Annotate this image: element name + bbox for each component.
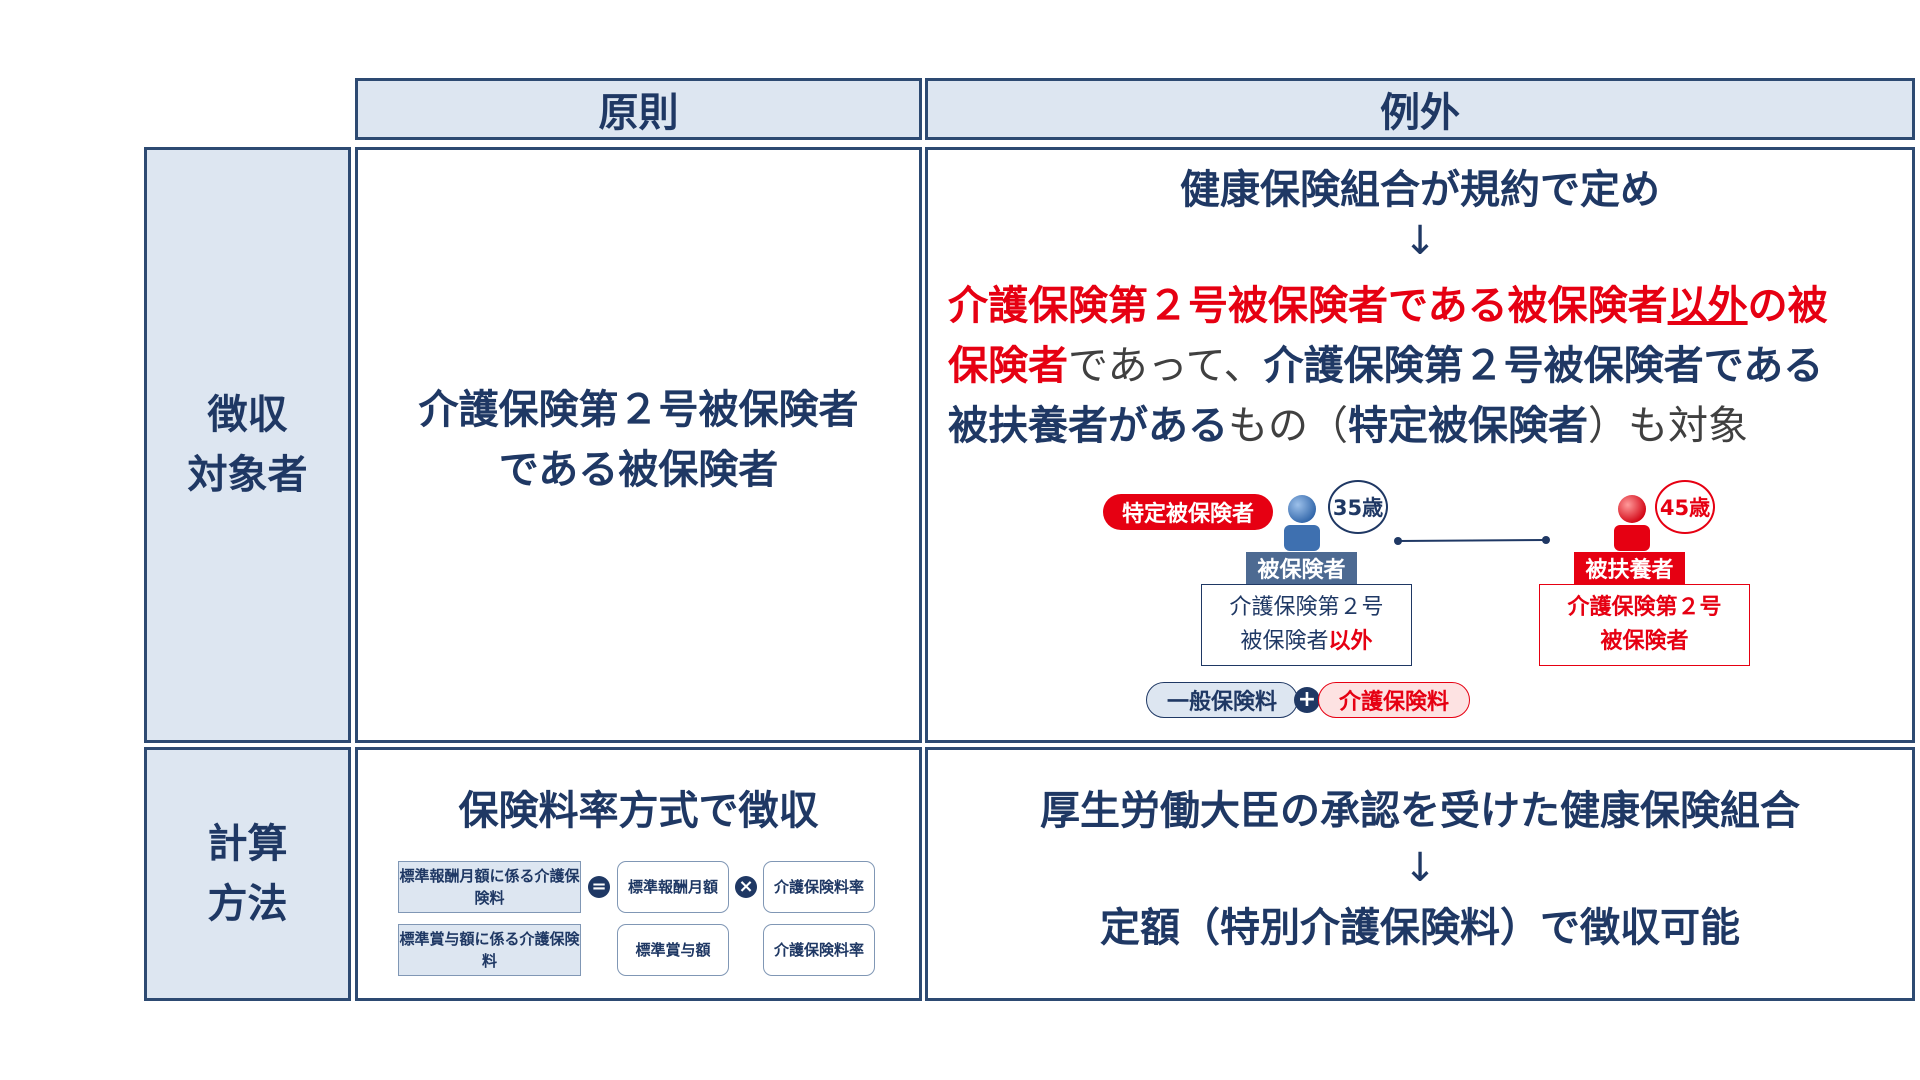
formula-row1-right-text: 介護保険料率 [773,878,864,896]
age-dependent-label: 45歳 [1659,496,1711,520]
formula-row2-right-text: 介護保険料率 [773,941,864,959]
general-premium-label: 一般保険料 [1166,690,1277,715]
formula-row2-mid: 標準賞与額 [617,924,729,976]
exception-underlined-text: 以外 [1667,283,1748,329]
age-insured-circle: 35歳 [1328,480,1388,534]
insured-status-box: 介護保険第２号 被保険者以外 [1201,584,1412,666]
formula-row2-right: 介護保険料率 [763,924,875,976]
insured-status-line1: 介護保険第２号 [1229,595,1384,620]
insured-person-icon [1284,495,1320,551]
exception-calculation-line2: 定額（特別介護保険料）で徴収可能 [1100,905,1740,951]
exception-calculation-cell: 厚生労働大臣の承認を受けた健康保険組合 ↓ 定額（特別介護保険料）で徴収可能 [925,747,1915,1001]
formula-row1-right: 介護保険料率 [763,861,875,913]
exception-red-text-3: 保険者 [948,343,1068,389]
relationship-connector [1394,536,1550,545]
formula-row2-left-text: 標準賞与額に係る介護保険料 [399,930,580,970]
care-premium-label: 介護保険料 [1338,690,1449,715]
dependent-status-line2: 被保険者 [1600,629,1689,654]
row-header-calculation: 計算 方法 [144,747,351,1001]
plus-symbol: + [1297,687,1317,712]
care-premium-pill: 介護保険料 [1318,682,1470,718]
times-symbol: × [738,876,754,897]
exception-plain-text-1: であって、 [1068,343,1264,389]
exception-calculation-line1: 厚生労働大臣の承認を受けた健康保険組合 [1040,788,1800,834]
header-exception: 例外 [925,78,1915,140]
specific-insured-badge-label: 特定被保険者 [1121,502,1254,527]
age-dependent-circle: 45歳 [1655,480,1715,534]
row-header-subjects-line1: 徴収 [207,392,288,438]
formula-row2-mid-text: 標準賞与額 [635,941,711,959]
principle-calculation-title: 保険料率方式で徴収 [458,788,819,834]
exception-plain-text-2: もの（ [1228,403,1348,449]
principle-calculation-cell: 保険料率方式で徴収 標準報酬月額に係る介護保険料 = 標準報酬月額 × 介護保険… [355,747,922,1001]
exception-bold-text-2: 被扶養者がある [948,403,1228,449]
equals-symbol: = [591,876,607,897]
exception-subjects-cell: 健康保険組合が規約で定め ↓ 介護保険第２号被保険者である被保険者以外の被 保険… [925,147,1915,743]
dependent-status-line1: 介護保険第２号 [1567,595,1722,620]
principle-subjects-line2: である被保険者 [498,447,779,493]
dependent-status-box: 介護保険第２号 被保険者 [1539,584,1750,666]
row-header-calculation-line2: 方法 [207,881,288,927]
dependent-label-tag: 被扶養者 [1574,552,1685,584]
header-exception-label: 例外 [1380,90,1460,136]
down-arrow: ↓ [1403,218,1437,264]
row-header-subjects-line2: 対象者 [187,452,308,498]
age-insured-label: 35歳 [1332,496,1384,520]
formula-row2-left: 標準賞与額に係る介護保険料 [398,924,581,976]
dependent-person-icon [1614,495,1650,551]
formula-row1-mid-text: 標準報酬月額 [627,878,718,896]
exception-plain-text-3: ）も対象 [1588,403,1748,449]
exception-bold-text-1: 介護保険第２号被保険者である [1263,343,1824,389]
row-header-calculation-line1: 計算 [207,821,288,867]
plus-icon: + [1294,687,1320,713]
insured-status-except: 以外 [1328,629,1373,654]
formula-row1-mid: 標準報酬月額 [617,861,729,913]
down-arrow-calc: ↓ [1403,845,1437,891]
exception-subjects-paragraph: 介護保険第２号被保険者である被保険者以外の被 保険者であって、介護保険第２号被保… [948,276,1902,456]
equals-icon: = [588,876,610,898]
exception-red-text-2: の被 [1747,283,1828,329]
exception-red-text-1: 介護保険第２号被保険者である被保険者 [948,283,1668,329]
formula-row1-left: 標準報酬月額に係る介護保険料 [398,861,581,913]
principle-subjects-cell: 介護保険第２号被保険者 である被保険者 [355,147,922,743]
general-premium-pill: 一般保険料 [1146,682,1298,718]
exception-bold-text-3: 特定被保険者 [1348,403,1588,449]
principle-subjects-line1: 介護保険第２号被保険者 [418,387,859,433]
formula-row1-left-text: 標準報酬月額に係る介護保険料 [399,867,580,907]
specific-insured-badge: 特定被保険者 [1103,494,1273,530]
times-icon: × [735,876,757,898]
header-principle-label: 原則 [598,90,679,136]
row-header-subjects: 徴収 対象者 [144,147,351,743]
insured-status-line2: 被保険者 [1240,629,1329,654]
header-principle: 原則 [355,78,922,140]
insured-label: 被保険者 [1257,558,1346,583]
insured-label-tag: 被保険者 [1246,552,1357,584]
exception-subjects-line1: 健康保険組合が規約で定め [1180,167,1660,213]
dependent-label: 被扶養者 [1585,558,1674,583]
